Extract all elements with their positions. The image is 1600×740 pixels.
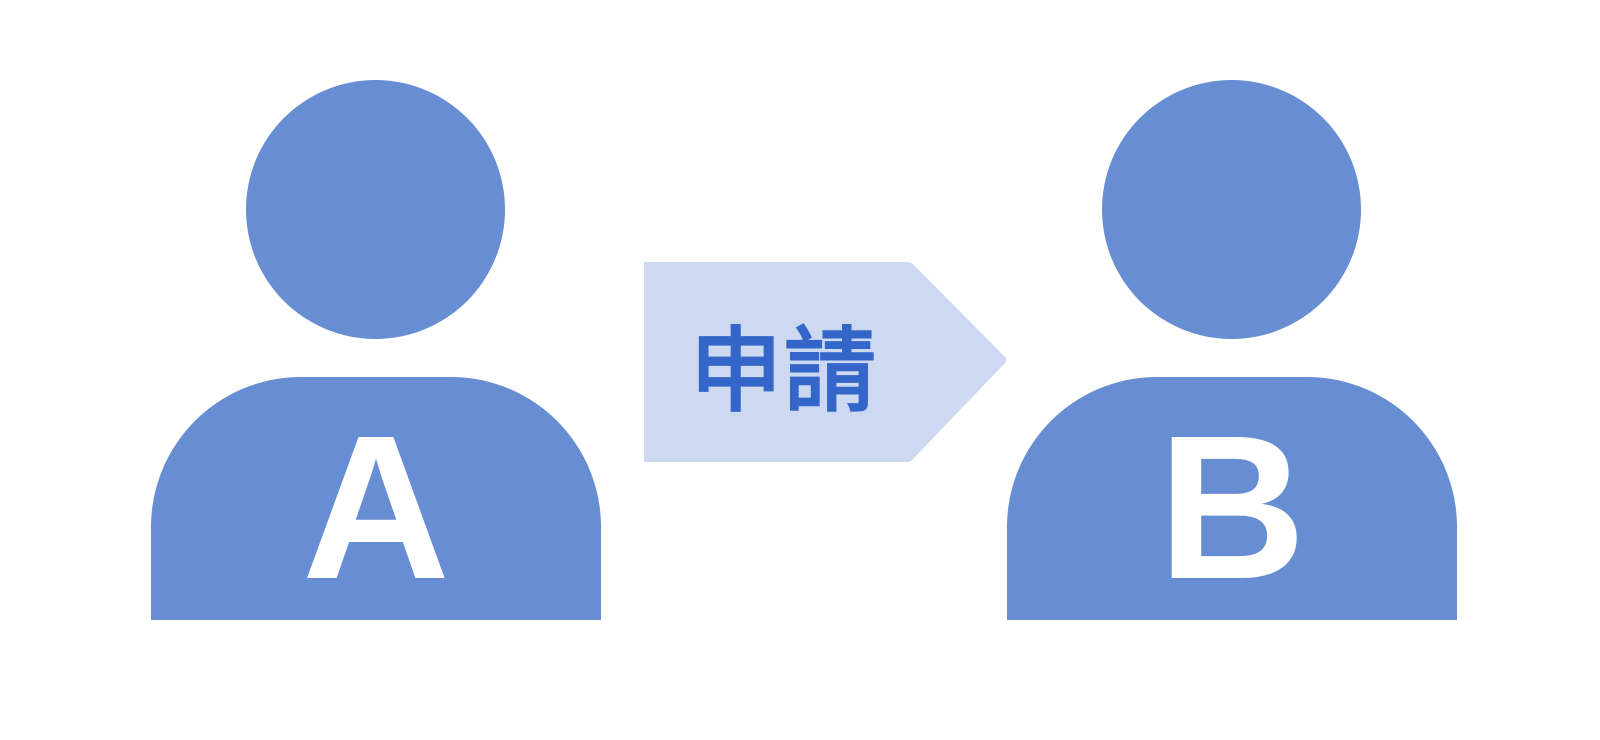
person-a: A <box>151 0 601 740</box>
person-b-label: B <box>1157 393 1307 622</box>
person-a-head-icon <box>246 80 505 339</box>
person-b-head-icon <box>1102 80 1361 339</box>
person-a-label: A <box>301 393 451 622</box>
person-b-body-icon <box>1007 377 1457 620</box>
action-label: 申請 <box>689 317 878 425</box>
action-arrow: 申請 <box>644 262 1009 464</box>
arrow-right-icon <box>644 262 1007 462</box>
person-b: B <box>1007 0 1457 740</box>
person-a-body-icon <box>151 377 601 620</box>
